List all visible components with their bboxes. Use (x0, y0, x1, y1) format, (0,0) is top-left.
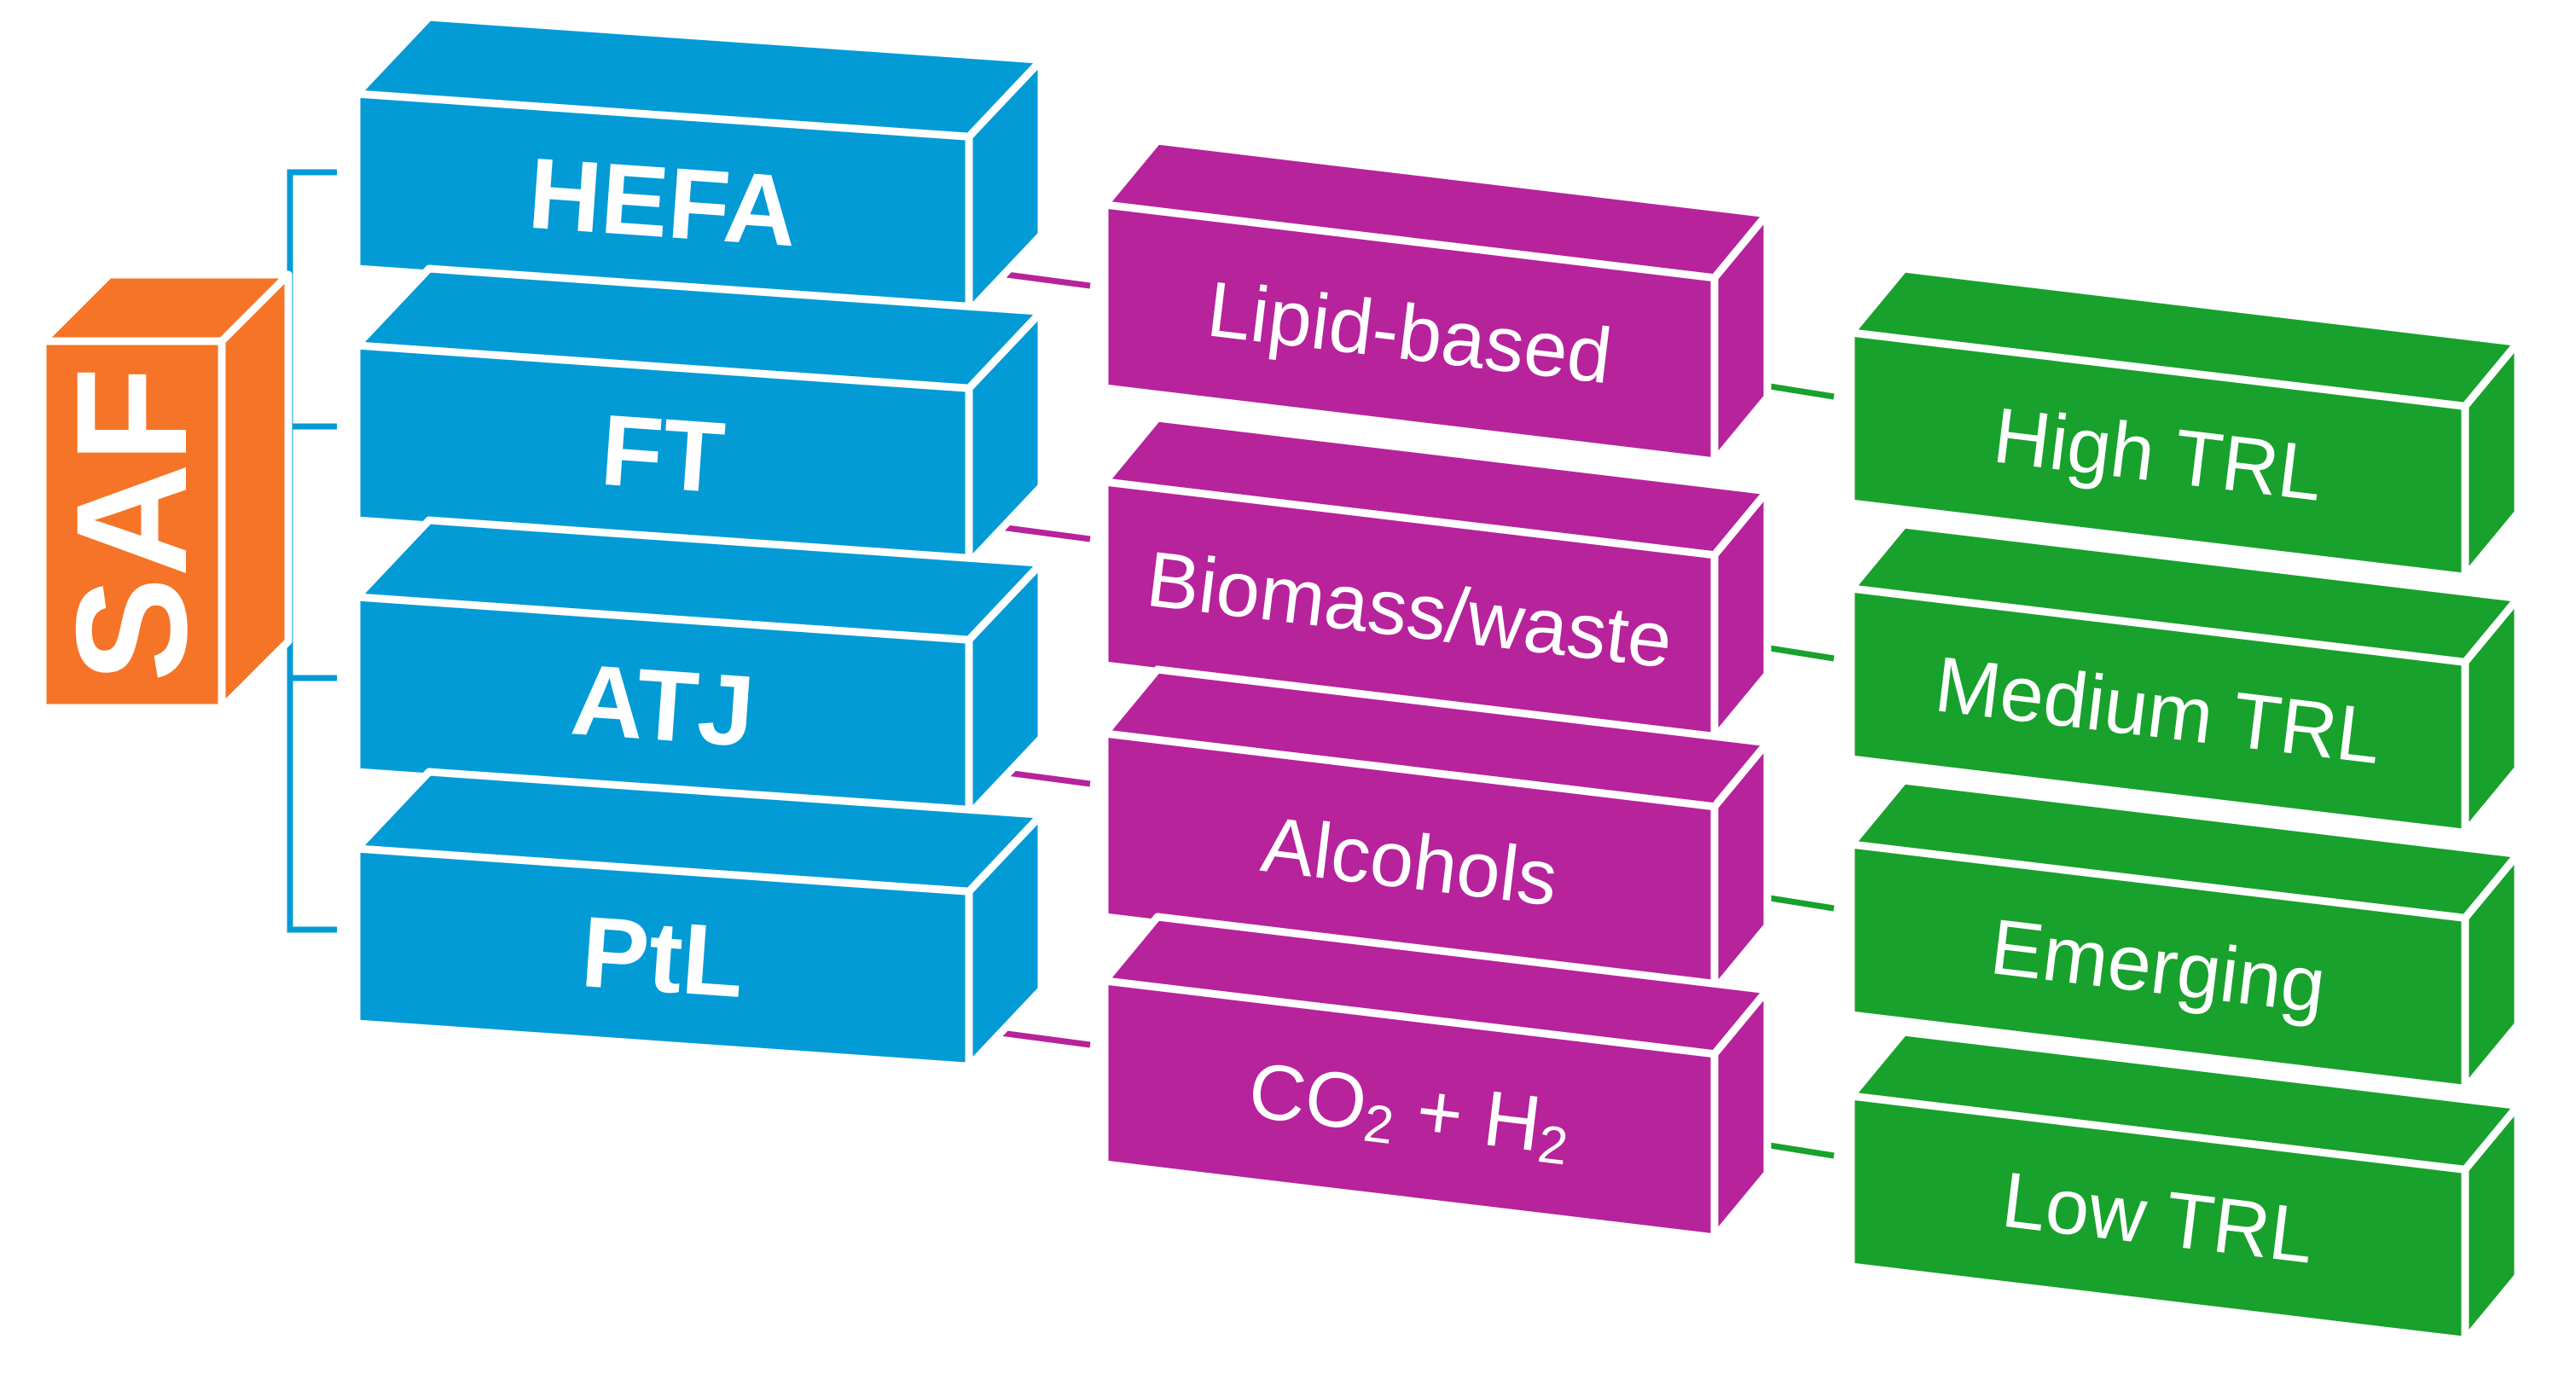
feedstock-box-co2-h2-front-face (1100, 977, 1719, 1242)
pathway-label-ft: FT (597, 394, 728, 515)
pathway-box-hefa: HEFA (352, 13, 1046, 316)
feedstock-box-biomass-waste: Biomass/waste (1100, 414, 1772, 743)
co2h2-plus-h: + H (1390, 1064, 1546, 1168)
maturity-box-low-trl: Low TRL (1847, 1028, 2522, 1344)
saf-root: SAF (38, 270, 293, 712)
co2h2-sub-2b: 2 (1535, 1114, 1570, 1176)
maturity-box-emerging-front-face (1847, 840, 2469, 1093)
saf-box: SAF (38, 270, 293, 712)
co2h2-co: CO (1244, 1046, 1372, 1147)
feedstock-box-co2-h2: CO2 + H2 (1100, 913, 1772, 1242)
saf-label: SAF (44, 367, 220, 682)
pathway-box-atj: ATJ (352, 516, 1046, 819)
feedstock-box-lipid-based: Lipid-based (1100, 136, 1772, 466)
maturity-box-medium-trl: Medium TRL (1847, 520, 2522, 837)
pathway-label-atj: ATJ (568, 643, 758, 768)
saf-box-side-face (218, 270, 293, 712)
pathway-box-ptl: PtL (352, 768, 1046, 1070)
feedstock-label-co2-h2: CO2 + H2 (1244, 1046, 1575, 1176)
pathway-box-ptl-front-face (352, 844, 973, 1070)
maturity-box-low-trl-front-face (1847, 1092, 2469, 1344)
co2h2-sub-2: 2 (1361, 1093, 1396, 1156)
feedstock-box-lipid-based-front-face (1100, 200, 1719, 466)
saf-box-front-face (38, 337, 226, 712)
pathway-label-ptl: PtL (578, 896, 748, 1019)
pathway-box-ft: FT (352, 264, 1046, 567)
pathway-column: HEFA FT ATJ PtL (352, 13, 1046, 1070)
maturity-box-emerging: Emerging (1847, 776, 2522, 1093)
pathway-label-hefa: HEFA (525, 137, 800, 269)
maturity-box-medium-trl-front-face (1847, 584, 2469, 837)
maturity-box-high-trl-front-face (1847, 328, 2469, 581)
maturity-box-high-trl: High TRL (1847, 264, 2522, 581)
